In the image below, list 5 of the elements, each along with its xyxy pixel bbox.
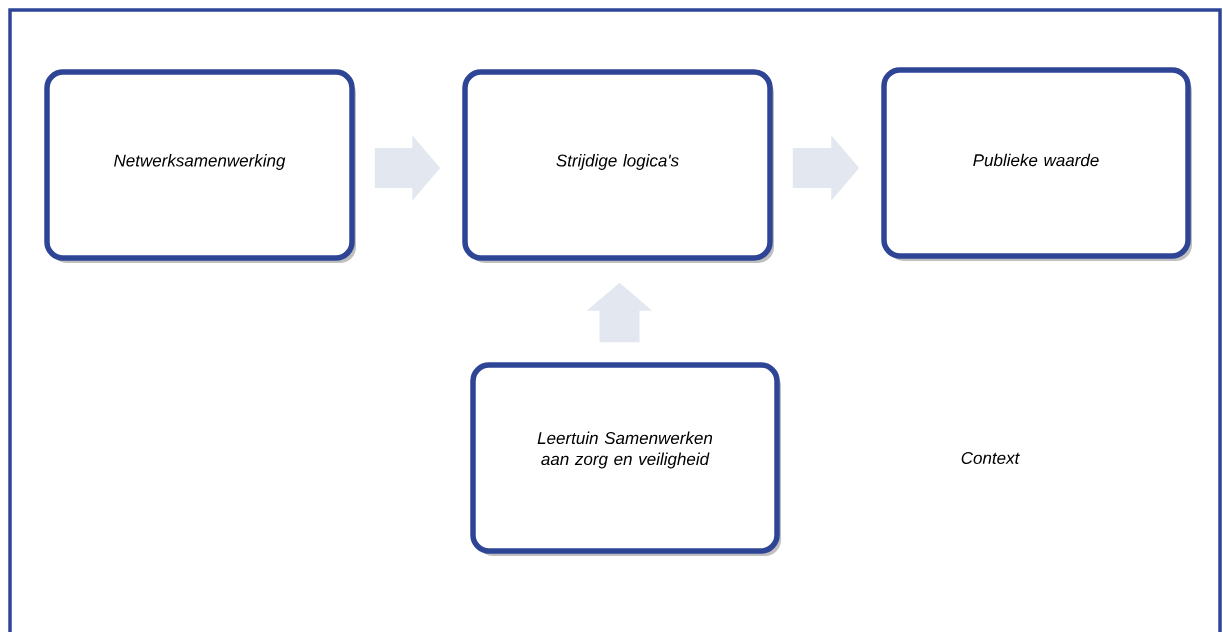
process-box: Netwerksamenwerking: [44, 69, 355, 261]
process-box: Strijdige logica's: [462, 69, 773, 261]
process-box: Leertuin Samenwerken aan zorg en veiligheid: [470, 362, 780, 554]
context-label: Context: [961, 452, 1020, 464]
process-box: Publieke waarde: [881, 67, 1191, 259]
